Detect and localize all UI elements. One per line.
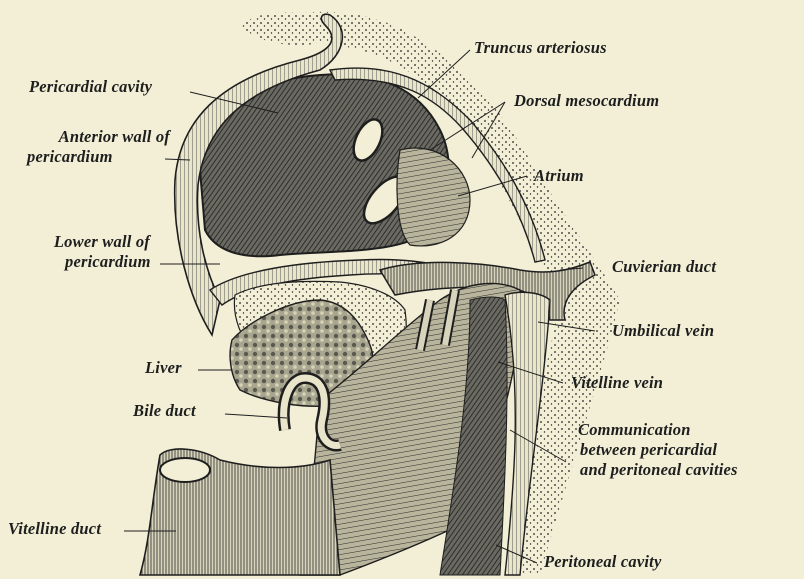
label-truncus-arteriosus: Truncus arteriosus	[474, 38, 607, 57]
label-communication-line3: and peritoneal cavities	[580, 460, 738, 479]
atrium-region	[397, 148, 470, 246]
label-peritoneal-cavity: Peritoneal cavity	[544, 552, 662, 571]
label-communication-line1: Communication	[578, 420, 691, 439]
label-umbilical-vein: Umbilical vein	[612, 321, 714, 340]
label-lower-wall-line1: Lower wall of	[10, 232, 150, 251]
label-dorsal-mesocardium: Dorsal mesocardium	[514, 91, 659, 110]
label-lower-wall-line2: pericardium	[65, 252, 151, 271]
label-vitelline-duct: Vitelline duct	[8, 519, 101, 538]
label-vitelline-vein: Vitelline vein	[571, 373, 663, 392]
label-cuvierian-duct: Cuvierian duct	[612, 257, 716, 276]
label-liver: Liver	[145, 358, 182, 377]
label-communication-line2: between pericardial	[580, 440, 717, 459]
vitelline-duct-opening	[160, 458, 210, 482]
label-anterior-wall-line2: pericardium	[27, 147, 113, 166]
label-anterior-wall-line1: Anterior wall of	[12, 127, 170, 146]
label-atrium: Atrium	[534, 166, 584, 185]
label-bile-duct: Bile duct	[133, 401, 196, 420]
label-pericardial-cavity: Pericardial cavity	[29, 77, 152, 96]
